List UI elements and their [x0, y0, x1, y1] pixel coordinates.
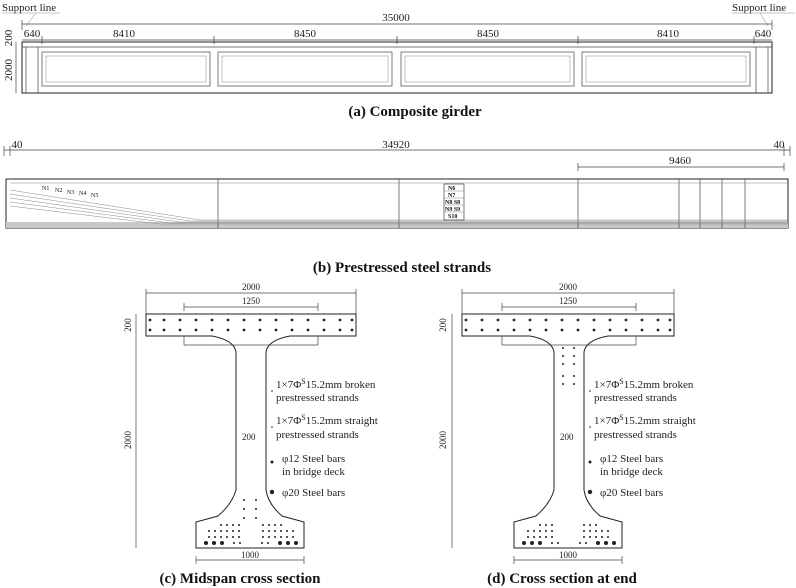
- legend-c-bars-label: φ20 Steel bars: [282, 487, 345, 499]
- dim-seg-4: 8450: [477, 28, 500, 40]
- strand-label-n3: N3: [67, 190, 74, 196]
- legend-d-deck-line1: φ12 Steel bars: [600, 453, 663, 465]
- dim-c-height: 2000: [123, 431, 133, 450]
- legend-d-bars-label: φ20 Steel bars: [600, 487, 663, 499]
- broken-strand-profiles: [9, 182, 788, 225]
- legend-d-broken-line2: prestressed strands: [594, 392, 677, 404]
- strand-label-n6: N6: [448, 186, 455, 192]
- dim-deck-thickness: 200: [3, 29, 15, 46]
- strand-label-n1: N1: [42, 186, 49, 192]
- strand-label-box: [443, 183, 465, 221]
- legend-c: 1×7ΦS15.2mm broken prestressed strands 1…: [269, 377, 378, 499]
- dim-end-zone: 9460: [669, 155, 692, 167]
- dim-c-width: 2000: [242, 282, 261, 292]
- girder-panel-1: [41, 51, 211, 87]
- strand-label-n8-s8: N8 S8: [445, 200, 460, 206]
- legend-d-deck-marker: [588, 460, 592, 464]
- legend-d-straight-line2: prestressed strands: [594, 429, 677, 441]
- legend-c-deck-line1: φ12 Steel bars: [282, 453, 345, 465]
- dim-b-left: 40: [12, 139, 24, 151]
- dim-seg-5: 8410: [657, 28, 680, 40]
- panel-d-end-section: 2000 1250 200 2000 200: [438, 282, 696, 587]
- legend-c-straight-line2: prestressed strands: [276, 429, 359, 441]
- dim-d-height: 2000: [438, 431, 448, 450]
- legend-c-broken-line2: prestressed strands: [276, 392, 359, 404]
- support-line-right-label: Support line: [732, 2, 786, 14]
- caption-b: (b) Prestressed steel strands: [313, 260, 491, 276]
- legend-d-straight-line1: 1×7ΦS15.2mm straight: [594, 413, 696, 427]
- caption-a: (a) Composite girder: [348, 104, 482, 120]
- deck-bars-c: [148, 318, 354, 332]
- panel-a-composite-girder: Support line Support line 35000 640 8410…: [2, 2, 795, 120]
- legend-d: 1×7ΦS15.2mm broken prestressed strands 1…: [587, 377, 696, 499]
- legend-c-deck-line2: in bridge deck: [282, 466, 345, 478]
- strand-label-n2: N2: [55, 188, 62, 194]
- deck-bars-d: [464, 318, 672, 332]
- girder-panel-2: [217, 51, 393, 87]
- dim-d-width: 2000: [559, 282, 578, 292]
- dim-seg-1: 640: [24, 28, 41, 40]
- dim-d-flange: 200: [438, 318, 448, 332]
- strands-d: [522, 347, 616, 545]
- girder-strand-elevation: [5, 178, 789, 229]
- dim-c-bottom: 1000: [241, 550, 260, 560]
- strand-label-n9-s9: N9 S9: [445, 207, 460, 213]
- caption-d: (d) Cross section at end: [487, 571, 637, 587]
- legend-c-broken-marker: [271, 390, 273, 392]
- dim-total-length: 35000: [382, 12, 410, 24]
- strand-label-n7: N7: [448, 193, 455, 199]
- legend-c-bars-marker: [269, 489, 275, 495]
- girder-elevation-outline: [21, 41, 773, 94]
- dim-b-right: 40: [774, 139, 786, 151]
- dim-c-inner: 1250: [242, 296, 261, 306]
- legend-d-bars-marker: [587, 489, 593, 495]
- legend-c-broken-line1: 1×7ΦS15.2mm broken: [276, 377, 376, 391]
- strand-label-n4: N4: [79, 191, 86, 197]
- legend-c-straight-marker: [271, 426, 273, 428]
- end-section-outline: [461, 313, 675, 549]
- girder-panel-4: [581, 51, 751, 87]
- strand-label-s10: S10: [448, 214, 457, 220]
- legend-d-broken-marker: [589, 390, 591, 392]
- legend-c-straight-line1: 1×7ΦS15.2mm straight: [276, 413, 378, 427]
- legend-c-deck-marker: [270, 460, 274, 464]
- dim-seg-2: 8410: [113, 28, 136, 40]
- dim-b-total: 34920: [382, 139, 410, 151]
- dim-c-web: 200: [242, 432, 256, 442]
- dim-seg-3: 8450: [294, 28, 317, 40]
- panel-c-midspan-section: 2000 1250 200 2000 200 1000: [123, 282, 378, 587]
- dim-c-flange: 200: [123, 318, 133, 332]
- strand-label-n5: N5: [91, 193, 98, 199]
- legend-d-broken-line1: 1×7ΦS15.2mm broken: [594, 377, 694, 391]
- caption-c: (c) Midspan cross section: [160, 571, 322, 587]
- dim-girder-height: 2000: [3, 59, 15, 82]
- dim-seg-6: 640: [755, 28, 772, 40]
- dim-d-inner: 1250: [559, 296, 578, 306]
- dim-d-bottom: 1000: [559, 550, 578, 560]
- panel-b-prestressed-strands: 40 34920 40 9460 N1 N2 N3 N4 N5: [3, 139, 791, 276]
- girder-panel-3: [400, 51, 575, 87]
- support-line-left-label: Support line: [2, 2, 56, 14]
- bottom-flange-band: [6, 222, 788, 228]
- legend-d-straight-marker: [589, 426, 591, 428]
- dim-d-web: 200: [560, 432, 574, 442]
- strands-c: [204, 499, 298, 545]
- legend-d-deck-line2: in bridge deck: [600, 466, 663, 478]
- midspan-section-outline: [145, 313, 357, 549]
